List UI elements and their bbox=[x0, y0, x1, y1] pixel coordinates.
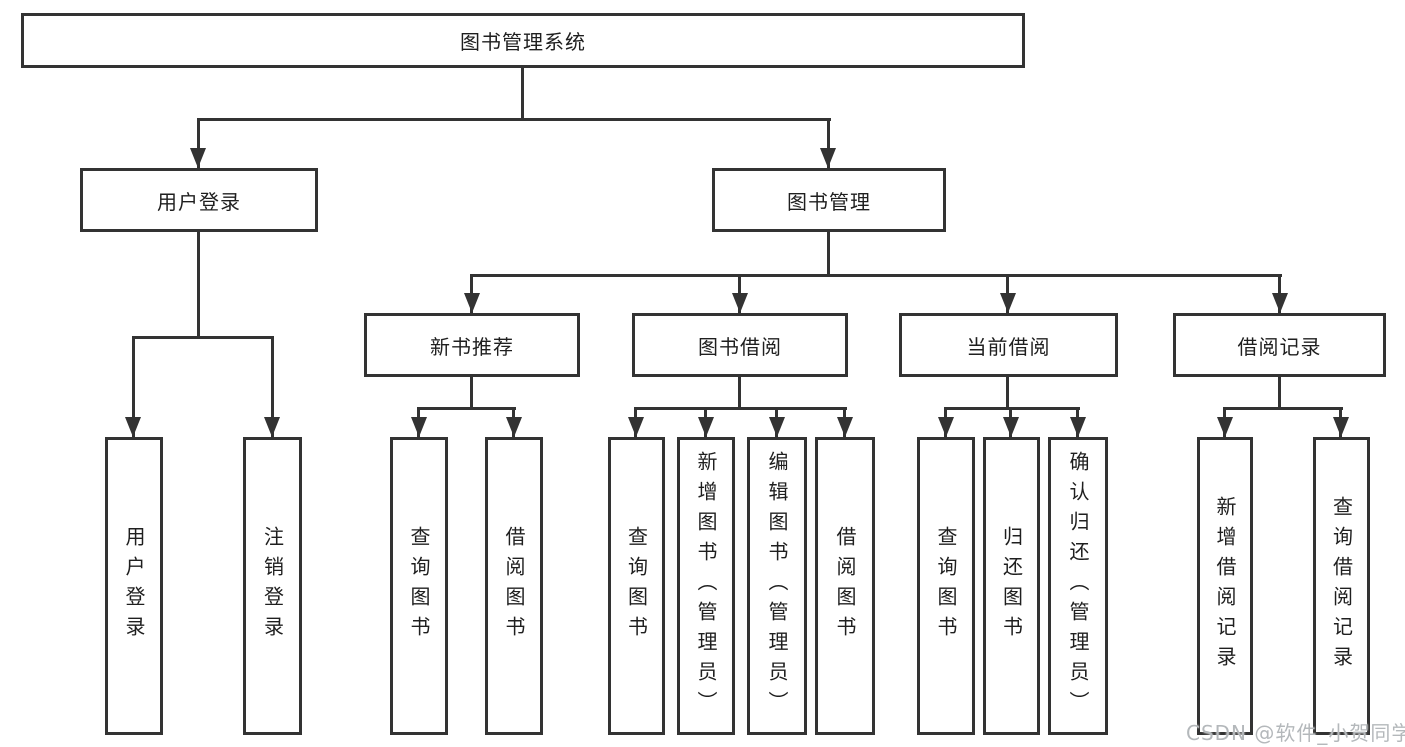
node-current-borrow: 当前借阅 bbox=[899, 313, 1118, 377]
connector-line bbox=[1278, 377, 1281, 407]
arrow-down-icon bbox=[411, 417, 427, 437]
arrow-down-icon bbox=[628, 417, 644, 437]
connector-line bbox=[197, 118, 200, 168]
leaf-borrow-borrow-books: 借阅图书 bbox=[815, 437, 875, 735]
arrow-down-icon bbox=[190, 148, 206, 168]
leaf-record-query-borrow-record: 查询借阅记录 bbox=[1313, 437, 1370, 735]
connector-line bbox=[132, 336, 274, 339]
node-label: 注销登录 bbox=[260, 526, 285, 646]
node-label: 图书管理 bbox=[787, 189, 871, 214]
node-new-book-recommend: 新书推荐 bbox=[364, 313, 580, 377]
node-borrow-record: 借阅记录 bbox=[1173, 313, 1386, 377]
arrow-down-icon bbox=[938, 417, 954, 437]
node-label: 归还图书 bbox=[999, 526, 1024, 646]
connector-line bbox=[944, 407, 1080, 410]
leaf-borrow-edit-books-admin: 编辑图书（管理员） bbox=[747, 437, 807, 735]
leaf-current-return-books: 归还图书 bbox=[983, 437, 1040, 735]
node-label: 新增图书（管理员） bbox=[694, 451, 718, 721]
arrow-down-icon bbox=[1217, 417, 1233, 437]
node-label: 当前借阅 bbox=[966, 334, 1051, 359]
arrow-down-icon bbox=[125, 417, 141, 437]
node-user-login: 用户登录 bbox=[80, 168, 318, 232]
node-label: 编辑图书（管理员） bbox=[765, 451, 789, 721]
node-label: 查询图书 bbox=[624, 526, 649, 646]
csdn-watermark: CSDN @软件_小贺同学 bbox=[1186, 721, 1405, 745]
connector-line bbox=[470, 274, 1282, 277]
arrow-down-icon bbox=[732, 293, 748, 313]
connector-line bbox=[470, 377, 473, 407]
arrow-down-icon bbox=[1333, 417, 1349, 437]
arrow-down-icon bbox=[464, 293, 480, 313]
connector-line bbox=[738, 377, 741, 407]
connector-line bbox=[197, 232, 200, 336]
connector-line bbox=[827, 232, 830, 274]
connector-line bbox=[827, 118, 830, 168]
node-label: 新书推荐 bbox=[430, 334, 514, 359]
node-label: 借阅图书 bbox=[502, 526, 526, 646]
node-label: 查询图书 bbox=[934, 526, 958, 646]
node-label: 图书借阅 bbox=[698, 334, 782, 359]
node-label: 确认归还（管理员） bbox=[1066, 451, 1090, 721]
node-label: 查询借阅记录 bbox=[1329, 496, 1354, 676]
node-book-borrow: 图书借阅 bbox=[632, 313, 848, 377]
node-library-management-system: 图书管理系统 bbox=[21, 13, 1025, 68]
node-label: 借阅记录 bbox=[1237, 334, 1322, 359]
arrow-down-icon bbox=[506, 417, 522, 437]
arrow-down-icon bbox=[698, 417, 714, 437]
connector-line bbox=[197, 118, 831, 121]
leaf-logout-login: 注销登录 bbox=[243, 437, 302, 735]
arrow-down-icon bbox=[1070, 417, 1086, 437]
arrow-down-icon bbox=[837, 417, 853, 437]
leaf-current-query-books: 查询图书 bbox=[917, 437, 975, 735]
connector-line bbox=[417, 407, 516, 410]
connector-line bbox=[1006, 377, 1009, 407]
leaf-user-login: 用户登录 bbox=[105, 437, 163, 735]
node-label: 借阅图书 bbox=[833, 526, 857, 646]
arrow-down-icon bbox=[769, 417, 785, 437]
arrow-down-icon bbox=[264, 417, 280, 437]
leaf-recommend-query-books: 查询图书 bbox=[390, 437, 448, 735]
leaf-current-confirm-return-admin: 确认归还（管理员） bbox=[1048, 437, 1108, 735]
connector-line bbox=[271, 336, 274, 437]
node-label: 查询图书 bbox=[407, 526, 431, 646]
node-label: 用户登录 bbox=[122, 526, 146, 646]
node-label: 新增借阅记录 bbox=[1213, 496, 1237, 676]
leaf-record-add-borrow-record: 新增借阅记录 bbox=[1197, 437, 1253, 735]
leaf-borrow-query-books: 查询图书 bbox=[608, 437, 665, 735]
arrow-down-icon bbox=[820, 148, 836, 168]
node-label: 用户登录 bbox=[157, 189, 241, 214]
connector-line bbox=[1223, 407, 1343, 410]
connector-line bbox=[521, 68, 524, 118]
arrow-down-icon bbox=[1000, 293, 1016, 313]
connector-line bbox=[132, 336, 135, 437]
arrow-down-icon bbox=[1272, 293, 1288, 313]
arrow-down-icon bbox=[1003, 417, 1019, 437]
node-book-management: 图书管理 bbox=[712, 168, 946, 232]
leaf-borrow-add-books-admin: 新增图书（管理员） bbox=[677, 437, 735, 735]
node-label: 图书管理系统 bbox=[460, 30, 586, 54]
leaf-recommend-borrow-books: 借阅图书 bbox=[485, 437, 543, 735]
connector-line bbox=[634, 407, 847, 410]
